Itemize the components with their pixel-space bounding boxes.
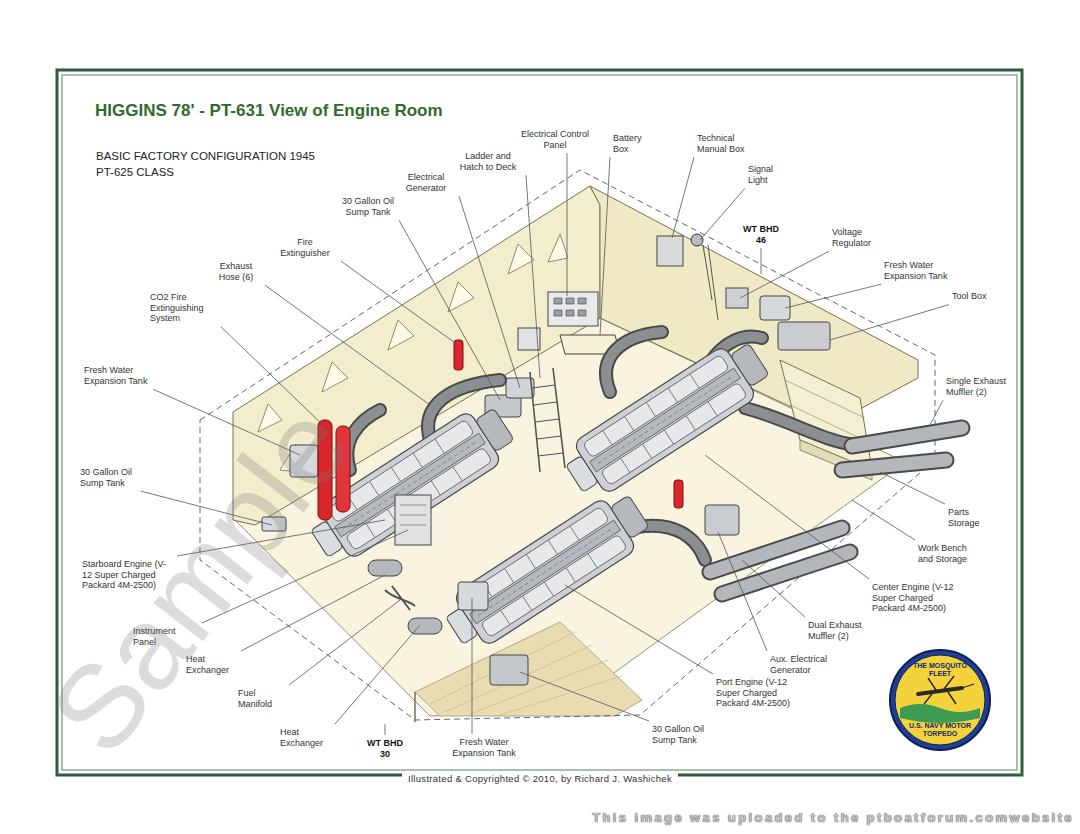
callout-label: Heat Exchanger	[280, 727, 332, 748]
leader-line	[472, 598, 473, 734]
callout-label: Fire Extinguisher	[272, 237, 338, 258]
leader-line	[930, 400, 943, 425]
leader-line	[830, 305, 949, 340]
leader-line	[600, 157, 610, 335]
callout-label: 30 Gallon Oil Sump Tank	[340, 196, 396, 217]
leader-line	[672, 157, 694, 238]
callout-label: Voltage Regulator	[832, 227, 892, 248]
callout-label: Signal Light	[748, 164, 784, 185]
leader-line	[399, 220, 500, 400]
leader-line	[335, 625, 420, 724]
callout-label: Technical Manual Box	[697, 133, 761, 154]
callout-label: Ladder and Hatch to Deck	[453, 151, 523, 172]
callout-label: Dual Exhaust Muffler (2)	[808, 620, 882, 641]
leader-line	[265, 285, 430, 405]
bulkhead-label: WT BHD 46	[740, 224, 782, 245]
diagram-title: HIGGINS 78' - PT-631 View of Engine Room	[95, 101, 443, 121]
callout-label: Tool Box	[952, 291, 996, 302]
leader-line	[385, 724, 386, 735]
leader-line	[459, 196, 520, 388]
callout-label: Exhaust Hose (6)	[210, 261, 262, 282]
leader-line	[705, 455, 869, 579]
leader-line	[520, 672, 649, 721]
callout-label: Electrical Control Panel	[520, 129, 590, 150]
leader-line	[565, 585, 713, 674]
logo-text: THE MOSQUITO FLEET	[904, 662, 976, 678]
leader-line	[742, 560, 805, 617]
leader-line	[718, 532, 767, 651]
upload-notice: This image was uploaded to the ptboatfor…	[592, 810, 1074, 825]
leader-line	[740, 251, 829, 298]
callout-label: Fresh Water Expansion Tank	[84, 365, 150, 386]
leader-line	[880, 472, 945, 504]
leader-line	[785, 284, 881, 308]
callout-label: Center Engine (V-12 Super Charged Packar…	[872, 582, 964, 614]
subtitle: PT-625 CLASS	[96, 166, 174, 180]
leader-line	[852, 500, 915, 540]
subtitle: BASIC FACTORY CONFIGURATION 1945	[96, 150, 315, 164]
copyright-caption: Illustrated & Copyrighted © 2010, by Ric…	[402, 773, 678, 784]
callout-label: Aux. Electrical Generator	[770, 654, 850, 675]
callout-label: Port Engine (V-12 Super Charged Packard …	[716, 677, 804, 709]
callout-label: 30 Gallon Oil Sump Tank	[80, 467, 138, 488]
callout-label: 30 Gallon Oil Sump Tank	[652, 724, 708, 745]
callout-label: Parts Storage	[948, 507, 998, 528]
callout-label: Electrical Generator	[396, 172, 456, 193]
callout-label: Work Bench and Storage	[918, 543, 970, 564]
leader-line	[567, 153, 568, 296]
callout-label: Battery Box	[613, 133, 653, 154]
callout-label: Single Exhaust Muffler (2)	[946, 376, 1020, 397]
callout-label: CO2 Fire Extinguishing System	[150, 292, 218, 324]
mosquito-fleet-logo: THE MOSQUITO FLEET U.S. NAVY MOTOR TORPED…	[888, 648, 992, 752]
leader-line	[289, 600, 400, 685]
callout-label: Fresh Water Expansion Tank	[445, 737, 523, 758]
leader-line	[526, 175, 540, 378]
leader-line	[761, 248, 762, 274]
leader-line	[341, 261, 458, 345]
bulkhead-label: WT BHD 30	[364, 738, 406, 759]
callout-label: Fresh Water Expansion Tank	[884, 260, 960, 281]
logo-text: U.S. NAVY MOTOR TORPEDO	[904, 722, 976, 738]
leader-line	[700, 188, 745, 240]
caption-row: Illustrated & Copyrighted © 2010, by Ric…	[0, 768, 1080, 786]
callout-label: Fuel Manifold	[238, 688, 286, 709]
